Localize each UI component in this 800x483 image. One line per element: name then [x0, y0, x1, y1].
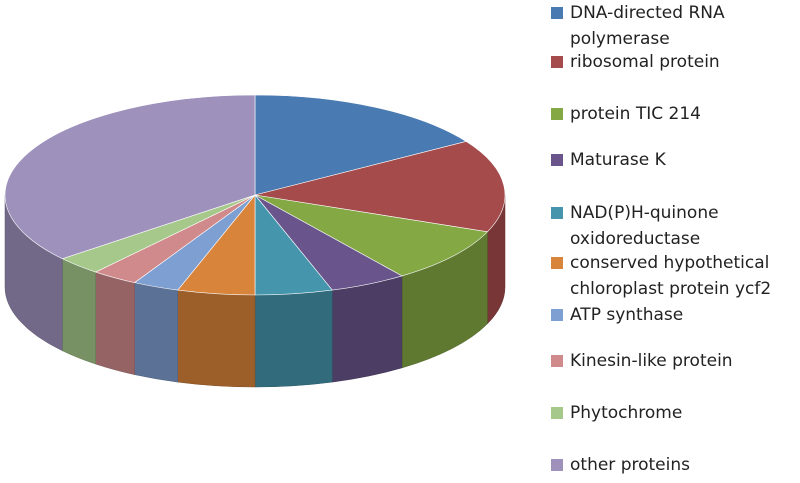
- legend-swatch: [551, 108, 563, 120]
- legend-item-phytochrome: Phytochrome: [551, 400, 798, 426]
- pie-side-walls: [4, 194, 506, 388]
- legend-swatch: [551, 459, 563, 471]
- legend-item-kinesin-like-protein: Kinesin-like protein: [551, 348, 798, 374]
- legend-swatch: [551, 7, 563, 19]
- pie-side-phytochrome: [62, 258, 96, 365]
- legend-swatch: [551, 309, 563, 321]
- pie-side-atp-synthase: [134, 282, 178, 383]
- legend-label: Kinesin-like protein: [570, 351, 733, 371]
- legend-item-atp-synthase: ATP synthase: [551, 302, 798, 328]
- pie-slice-ribosomal-protein: [254, 141, 506, 233]
- pie-side-conserved-hypothetical-chloroplast-protein-ycf2: [177, 289, 256, 388]
- legend-swatch: [551, 207, 563, 219]
- legend-swatch: [551, 257, 563, 269]
- legend-label: other proteins: [570, 455, 690, 475]
- legend-label: conserved hypothetical chloroplast prote…: [570, 253, 772, 299]
- pie-top-faces: [4, 94, 506, 296]
- chart-legend: DNA-directed RNA polymerase ribosomal pr…: [551, 0, 800, 478]
- pie-chart-area: [4, 94, 506, 388]
- pie-slice-other-proteins: [4, 94, 256, 260]
- pie-side-maturase-k: [332, 275, 403, 383]
- legend-label: DNA-directed RNA polymerase: [570, 3, 725, 49]
- legend-label: Maturase K: [570, 150, 666, 170]
- pie-side-nad-p-h-quinone-oxidoreductase: [254, 289, 333, 388]
- legend-item-nadph-quinone-oxidoreductase: NAD(P)H-quinone oxidoreductase: [551, 200, 798, 252]
- pie-slice-dna-directed-rna-polymerase: [254, 94, 467, 196]
- legend-label: ATP synthase: [570, 305, 684, 325]
- legend-swatch: [551, 407, 563, 419]
- legend-label: ribosomal protein: [570, 52, 720, 72]
- legend-swatch: [551, 56, 563, 68]
- legend-item-other-proteins: other proteins: [551, 452, 798, 478]
- legend-label: Phytochrome: [570, 403, 683, 423]
- pie-slice-protein-tic-214: [254, 194, 489, 277]
- legend-label: protein TIC 214: [570, 104, 701, 124]
- legend-label: NAD(P)H-quinone oxidoreductase: [570, 203, 719, 249]
- legend-swatch: [551, 355, 563, 367]
- legend-swatch: [551, 154, 563, 166]
- pie-side-kinesin-like-protein: [95, 271, 135, 375]
- pie-chart: [4, 94, 506, 388]
- legend-item-maturase-k: Maturase K: [551, 147, 798, 173]
- legend-item-conserved-hypothetical-chloroplast-protein-ycf2: conserved hypothetical chloroplast prote…: [551, 250, 798, 302]
- legend-item-ribosomal-protein: ribosomal protein: [551, 49, 798, 75]
- legend-item-dna-directed-rna-polymerase: DNA-directed RNA polymerase: [551, 0, 798, 52]
- legend-item-protein-tic-214: protein TIC 214: [551, 101, 798, 127]
